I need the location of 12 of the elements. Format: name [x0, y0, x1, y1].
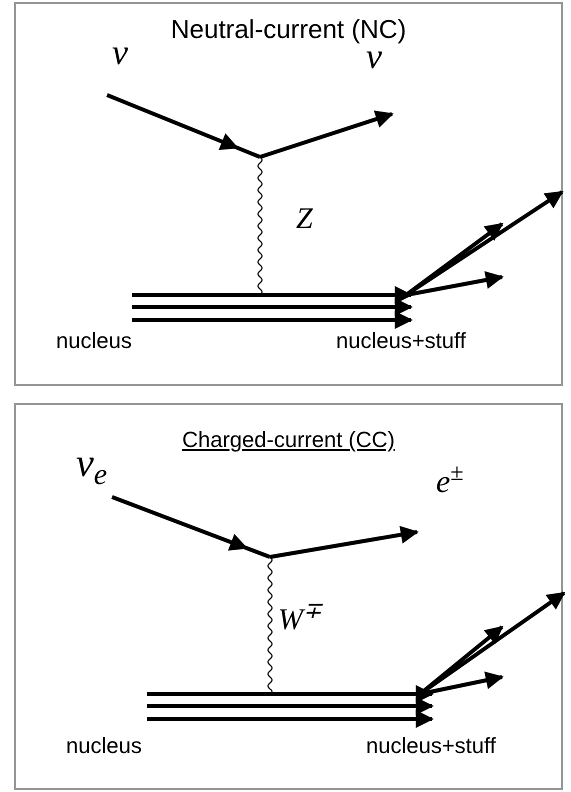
particle-label: W$^{∓}$: [278, 605, 322, 635]
panel-frame: [14, 403, 563, 790]
panel-heading: Charged-current (CC): [182, 426, 395, 454]
particle-label: nucleus: [56, 330, 132, 352]
particle-label: nucleus+stuff: [336, 330, 466, 352]
particle-label: nucleus: [66, 735, 142, 757]
particle-label: ν$_{e}$: [76, 443, 108, 483]
particle-label: nucleus+stuff: [366, 735, 496, 757]
panel-frame: [14, 2, 563, 386]
particle-label: e$^{±}$: [436, 465, 464, 497]
particle-label: ν: [112, 34, 128, 70]
particle-label: Z: [296, 204, 313, 234]
